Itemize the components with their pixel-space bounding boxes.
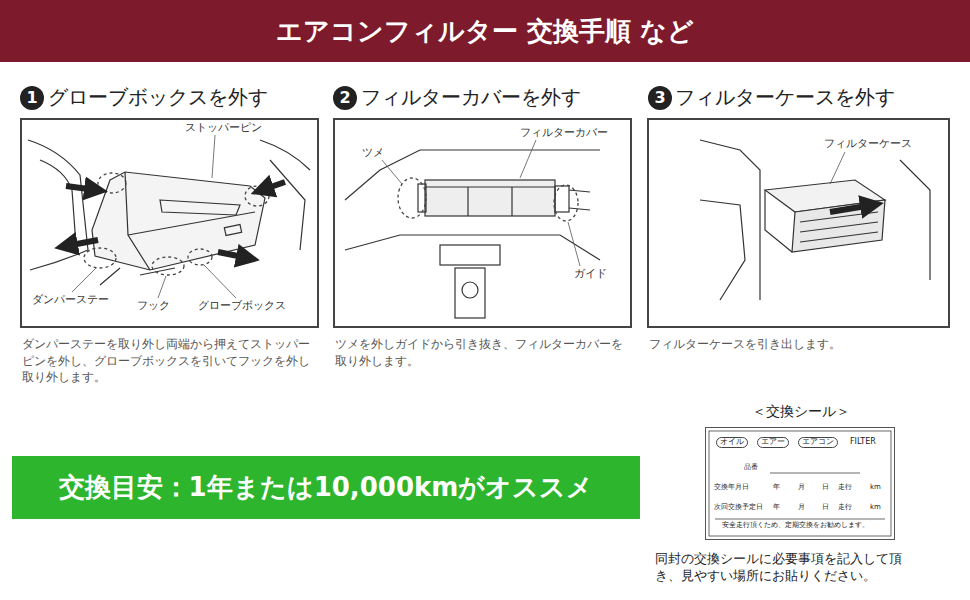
step-heading: フィルターカバーを外す bbox=[361, 84, 581, 111]
part-label: グローブボックス bbox=[196, 300, 288, 313]
step-caption: ツメを外しガイドから引き抜き、フィルターカバーを取り外します。 bbox=[335, 336, 630, 369]
direction-arrow bbox=[66, 182, 285, 258]
step-caption: ダンパーステーを取り外し両端から押えてストッパーピンを外し、グローブボックスを引… bbox=[22, 336, 317, 386]
sticker-field: オイル bbox=[716, 437, 748, 448]
sticker-heading: ＜交換シール＞ bbox=[706, 403, 896, 421]
sticker-field: エアコン bbox=[798, 437, 838, 448]
interval-text: 交換目安：1年または10,000kmがオススメ bbox=[59, 470, 594, 505]
sticker-field: 走行 bbox=[838, 503, 852, 511]
sticker-field: 月 bbox=[798, 503, 805, 511]
step-number: 2 bbox=[333, 86, 357, 110]
sticker-field: 走行 bbox=[838, 483, 852, 491]
leader-line bbox=[382, 140, 580, 266]
sticker-field: 安全走行頂くため、定期交換をお勧めします。 bbox=[722, 522, 869, 530]
sticker-field: エアー bbox=[757, 437, 789, 448]
part-label: フック bbox=[135, 300, 172, 313]
sticker-field: 交換年月日 bbox=[714, 483, 749, 491]
sticker-field: 品番 bbox=[744, 463, 758, 471]
step-number: 1 bbox=[20, 86, 44, 110]
part-label: フィルターカバー bbox=[518, 127, 610, 140]
part-label: フィルターケース bbox=[822, 138, 914, 151]
sticker-frame bbox=[709, 431, 891, 536]
sticker-field: 年 bbox=[773, 503, 780, 511]
step-heading: フィルターケースを外す bbox=[675, 84, 895, 111]
filter-cover-drawing bbox=[345, 150, 600, 318]
leader-line bbox=[72, 135, 236, 298]
title-band: エアコンフィルター 交換手順 など bbox=[0, 0, 970, 62]
part-label: ダンパーステー bbox=[30, 294, 111, 307]
sticker-field: 月 bbox=[798, 483, 805, 491]
sticker-field: 次回交換予定日 bbox=[714, 503, 763, 511]
step-caption: フィルターケースを引き出します。 bbox=[649, 336, 948, 353]
step-number: 3 bbox=[648, 86, 672, 110]
sticker-field: 日 bbox=[822, 503, 829, 511]
part-label: ツメ bbox=[360, 147, 386, 160]
filter-case-drawing bbox=[700, 140, 930, 300]
sticker-field: 年 bbox=[773, 483, 780, 491]
sticker-field: km bbox=[870, 503, 881, 511]
sticker-field: km bbox=[870, 483, 881, 491]
note-text: 同封の交換シールに必要事項を記入して頂き、見やすい場所にお貼りください。 bbox=[655, 551, 923, 585]
part-label: ストッパーピン bbox=[183, 122, 264, 135]
sticker-field: 日 bbox=[822, 483, 829, 491]
glove-box-drawing bbox=[28, 140, 310, 285]
part-label: ガイド bbox=[572, 268, 609, 281]
step-heading: グローブボックスを外す bbox=[48, 84, 268, 111]
highlight-band: 交換目安：1年または10,000kmがオススメ bbox=[12, 456, 640, 519]
title: エアコンフィルター 交換手順 など bbox=[276, 14, 694, 49]
sticker-field: FILTER bbox=[850, 437, 876, 446]
